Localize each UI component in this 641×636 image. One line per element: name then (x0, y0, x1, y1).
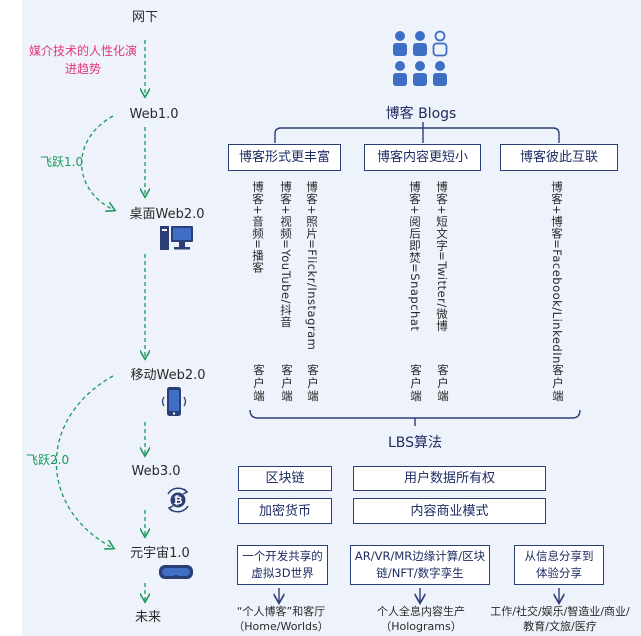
diagram-background (22, 0, 641, 636)
box-experience-sharing: 从信息分享到体验分享 (514, 545, 604, 585)
stage-web1: Web1.0 (129, 107, 179, 122)
stage-offline: 网下 (131, 10, 159, 25)
outcome-industries: 工作/社交/娱乐/智造业/商业/教育/文旅/医疗 (490, 605, 630, 633)
mobile-phone-icon (161, 387, 187, 416)
outcome-holograms: 个人全息内容生产（Holograms） (377, 605, 465, 633)
svg-text:₿: ₿ (174, 494, 183, 507)
stage-metaverse: 元宇宙1.0 (130, 546, 190, 561)
bitcoin-icon: ₿ (167, 487, 189, 513)
stage-mobile-web2: 移动Web2.0 (130, 368, 206, 383)
outcome-personal-blog: “个人博客”和客厅（Home/Worlds） (233, 605, 329, 633)
stage-web3: Web3.0 (131, 464, 181, 479)
trend-label: 媒介技术的人性化演进趋势 (28, 44, 137, 76)
blog-column-facebook: 博客+博客=Facebook/LinkedIn (550, 181, 564, 364)
client-label: 客户端 (437, 363, 449, 403)
leap1-label: 飞跃1.0 (40, 155, 84, 169)
blogs-title: 博客 Blogs (385, 106, 457, 122)
leap2-arc (55, 375, 113, 548)
category-shorter-content: 博客内容更短小 (364, 144, 481, 171)
lbs-label: LBS算法 (387, 435, 443, 451)
people-icon (393, 30, 448, 86)
box-blockchain: 区块链 (238, 466, 332, 491)
leap2-label: 飞跃2.0 (26, 453, 70, 467)
category-interconnected: 博客彼此互联 (500, 144, 618, 171)
category-richer-form: 博客形式更丰富 (228, 144, 341, 171)
client-label: 客户端 (307, 363, 319, 403)
blogs-bracket (274, 127, 560, 143)
blog-column-snapchat: 博客+阅后即焚=Snapchat (408, 181, 422, 332)
client-label: 客户端 (410, 363, 422, 403)
desktop-computer-icon (160, 226, 193, 250)
blog-column-twitter: 博客+短文字=Twitter/微博 (435, 181, 449, 332)
box-ar-vr-tech: AR/VR/MR边缘计算/区块链/NFT/数字孪生 (350, 545, 490, 585)
box-data-ownership: 用户数据所有权 (353, 466, 546, 491)
box-crypto: 加密货币 (238, 498, 332, 524)
lbs-bracket (249, 409, 581, 419)
blog-column-podcast: 博客+音频=播客 (251, 181, 265, 274)
blog-column-photo: 博客+照片=Flickr/Instagram (305, 181, 319, 351)
vr-headset-icon (159, 565, 193, 579)
client-label: 客户端 (281, 363, 293, 403)
leap1-arc (81, 115, 114, 210)
stage-future: 未来 (134, 610, 162, 625)
stage-desktop-web2: 桌面Web2.0 (129, 207, 205, 222)
blog-column-video: 博客+视频=YouTube/抖音 (279, 181, 293, 328)
box-virtual-3d-world: 一个开发共享的虚拟3D世界 (237, 545, 328, 585)
box-content-business: 内容商业模式 (353, 498, 546, 524)
client-label: 客户端 (552, 363, 564, 403)
client-label: 客户端 (253, 363, 265, 403)
